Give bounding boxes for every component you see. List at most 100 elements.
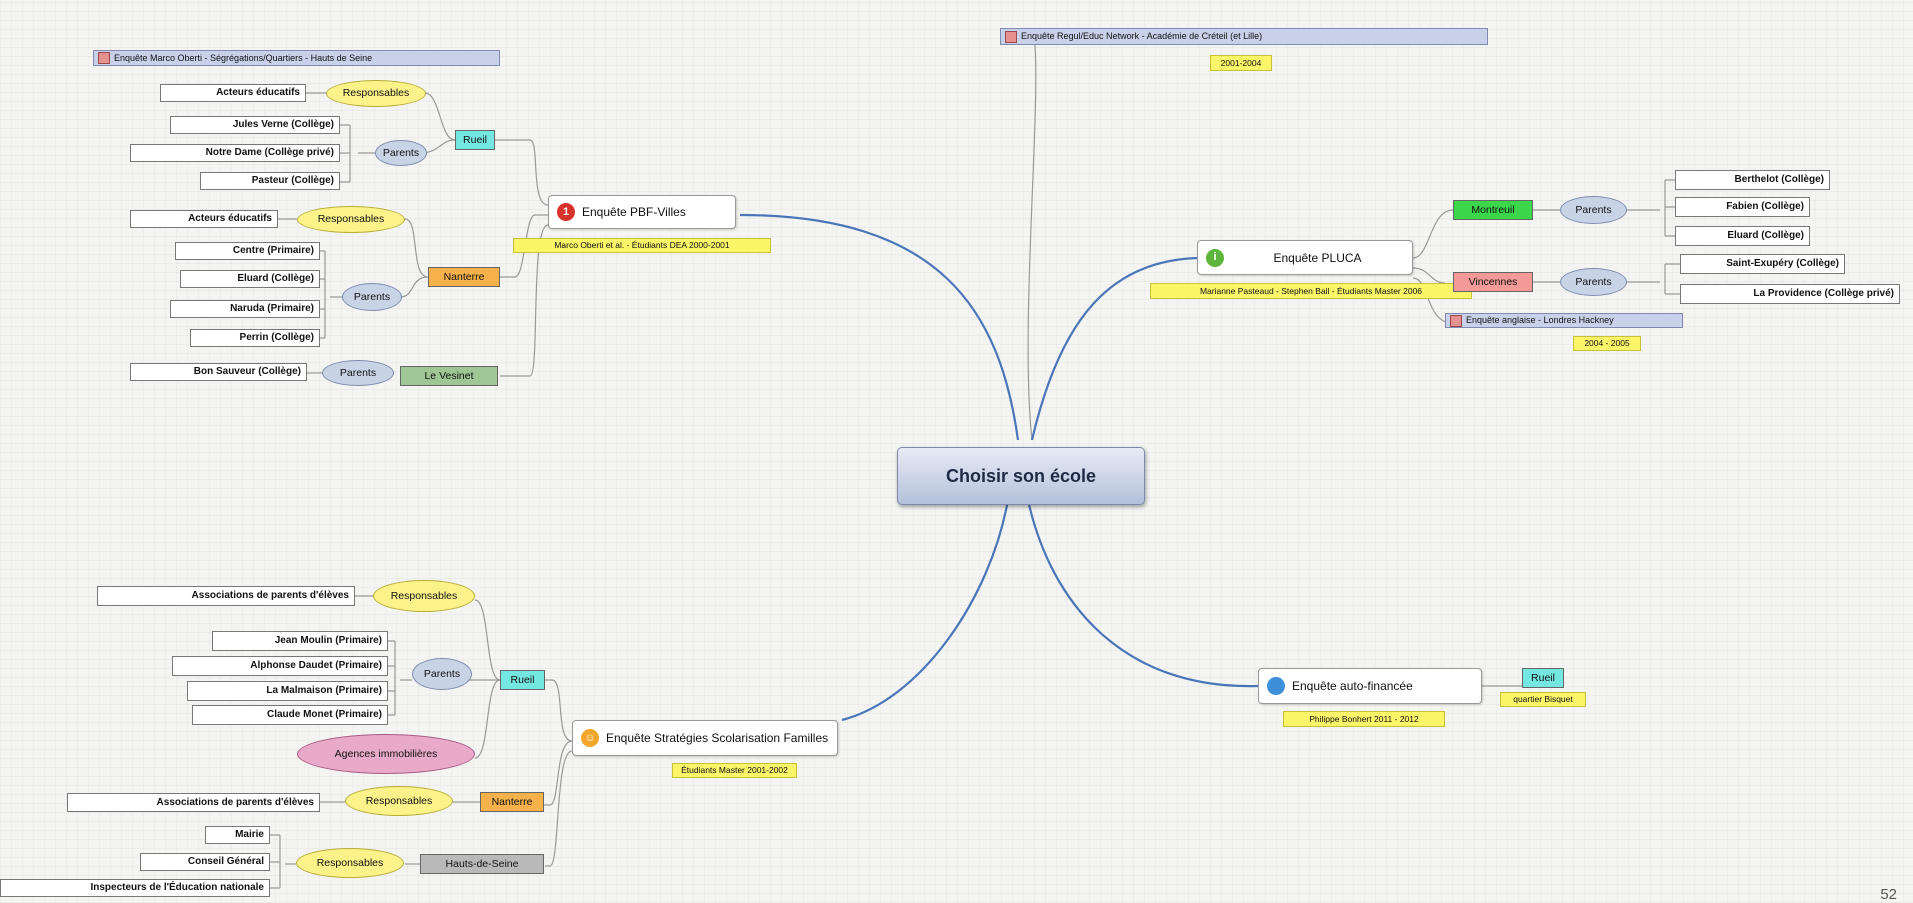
pbf-nanterre-responsables[interactable]: Responsables xyxy=(297,206,405,233)
strategies-nanterre-responsables[interactable]: Responsables xyxy=(345,786,453,816)
regulus-title[interactable]: Enquête Regul/Educ Network - Académie de… xyxy=(1000,28,1488,45)
pluca-vincennes-school-1[interactable]: Saint-Exupéry (Collège) xyxy=(1680,254,1845,274)
pbf-nanterre-node[interactable]: Nanterre xyxy=(428,267,500,287)
pluca-branch-label: Marianne Pasteaud - Stephen Ball - Étudi… xyxy=(1150,283,1472,299)
connector xyxy=(399,276,429,298)
connector xyxy=(1027,44,1037,441)
connector xyxy=(545,750,573,867)
strategies-rueil-school-4[interactable]: Claude Monet (Primaire) xyxy=(192,705,388,725)
main-connector xyxy=(1030,256,1204,441)
pluca-montreuil-node[interactable]: Montreuil xyxy=(1453,200,1533,220)
connector xyxy=(1412,209,1454,259)
connector xyxy=(540,740,573,806)
pbf-branch-label: Marco Oberti et al. - Étudiants DEA 2000… xyxy=(513,238,771,253)
autofinancee-branch-label: Philippe Bonhert 2011 - 2012 xyxy=(1283,711,1445,727)
note-icon xyxy=(1450,314,1462,327)
pluca-english-label: 2004 - 2005 xyxy=(1573,336,1641,351)
pluca-english-title-text: Enquête anglaise - Londres Hackney xyxy=(1466,315,1614,325)
strategies-nanterre-associations[interactable]: Associations de parents d'élèves xyxy=(67,793,320,812)
pbf-vesinet-school-1[interactable]: Bon Sauveur (Collège) xyxy=(130,363,307,381)
connector xyxy=(530,679,573,742)
strategies-hds-item-3[interactable]: Inspecteurs de l'Éducation nationale xyxy=(0,879,270,897)
strategies-rueil-school-1[interactable]: Jean Moulin (Primaire) xyxy=(212,631,388,651)
pluca-vincennes-node[interactable]: Vincennes xyxy=(1453,272,1533,292)
connector xyxy=(1627,263,1680,295)
pbf-survey-title[interactable]: Enquête Marco Oberti - Ségrégations/Quar… xyxy=(93,50,500,66)
main-connector xyxy=(739,213,1020,441)
regulus-label: 2001-2004 xyxy=(1210,55,1272,71)
connector xyxy=(480,139,549,206)
strategies-rueil-agences[interactable]: Agences immobilières xyxy=(297,734,475,774)
pbf-rueil-school-2[interactable]: Notre Dame (Collège privé) xyxy=(130,144,340,162)
pbf-nanterre-school-2[interactable]: Eluard (Collège) xyxy=(180,270,320,288)
strategies-branch-node[interactable]: ☺ Enquête Stratégies Scolarisation Famil… xyxy=(572,720,838,756)
strategies-hds-responsables[interactable]: Responsables xyxy=(296,848,404,878)
strategies-rueil-associations[interactable]: Associations de parents d'élèves xyxy=(97,586,355,606)
connector xyxy=(340,124,375,183)
pbf-branch-title: Enquête PBF-Villes xyxy=(582,205,686,219)
pluca-montreuil-parents[interactable]: Parents xyxy=(1560,196,1627,224)
central-topic[interactable]: Choisir son école xyxy=(897,447,1145,505)
pbf-rueil-school-3[interactable]: Pasteur (Collège) xyxy=(200,172,340,190)
pbf-nanterre-school-3[interactable]: Naruda (Primaire) xyxy=(170,300,320,318)
pluca-branch-title: Enquête PLUCA xyxy=(1273,250,1362,265)
note-icon xyxy=(1005,30,1017,43)
pluca-vincennes-parents[interactable]: Parents xyxy=(1560,268,1627,296)
info-icon: i xyxy=(1206,248,1224,267)
strategies-hds-item-1[interactable]: Mairie xyxy=(205,826,270,844)
pbf-survey-title-text: Enquête Marco Oberti - Ségrégations/Quar… xyxy=(114,52,373,63)
strategies-branch-label: Étudiants Master 2001-2002 xyxy=(672,763,797,778)
pbf-rueil-responsables[interactable]: Responsables xyxy=(326,80,426,107)
pbf-nanterre-school-1[interactable]: Centre (Primaire) xyxy=(175,242,320,260)
pbf-nanterre-acteurs[interactable]: Acteurs éducatifs xyxy=(130,210,278,228)
pluca-english-title[interactable]: Enquête anglaise - Londres Hackney xyxy=(1445,313,1683,328)
autofinancee-branch-title: Enquête auto-financée xyxy=(1292,679,1413,693)
pbf-branch-node[interactable]: 1 Enquête PBF-Villes xyxy=(548,195,736,229)
pluca-branch-node[interactable]: i Enquête PLUCA xyxy=(1197,240,1413,275)
strategies-nanterre-node[interactable]: Nanterre xyxy=(480,792,544,812)
strategies-rueil-parents[interactable]: Parents xyxy=(412,658,472,690)
strategies-rueil-responsables[interactable]: Responsables xyxy=(373,580,475,612)
connector xyxy=(1627,179,1675,237)
connector xyxy=(500,224,549,377)
regulus-title-text: Enquête Regul/Educ Network - Académie de… xyxy=(1021,31,1263,41)
note-icon xyxy=(98,52,110,64)
connector xyxy=(474,599,501,681)
pbf-nanterre-parents[interactable]: Parents xyxy=(342,283,402,311)
connector xyxy=(474,679,501,759)
pluca-montreuil-school-3[interactable]: Eluard (Collège) xyxy=(1675,226,1810,246)
smiley-icon: ☺ xyxy=(581,729,599,747)
pbf-rueil-node[interactable]: Rueil xyxy=(455,130,495,150)
main-connector xyxy=(841,499,1010,722)
connector xyxy=(404,218,429,278)
connector xyxy=(320,250,342,339)
connector xyxy=(388,640,412,716)
autofinancee-branch-node[interactable]: Enquête auto-financée xyxy=(1258,668,1482,704)
pluca-montreuil-school-1[interactable]: Berthelot (Collège) xyxy=(1675,170,1830,190)
pbf-rueil-school-1[interactable]: Jules Verne (Collège) xyxy=(170,116,340,134)
pbf-rueil-parents[interactable]: Parents xyxy=(375,140,427,166)
pbf-vesinet-parents[interactable]: Parents xyxy=(322,360,394,386)
pluca-vincennes-school-2[interactable]: La Providence (Collège privé) xyxy=(1680,284,1900,304)
strategies-rueil-school-2[interactable]: Alphonse Daudet (Primaire) xyxy=(172,656,388,676)
strategies-hds-item-2[interactable]: Conseil Général xyxy=(140,853,270,871)
strategies-branch-title: Enquête Stratégies Scolarisation Famille… xyxy=(606,731,829,745)
autofinancee-rueil-label: quartier Bisquet xyxy=(1500,692,1586,707)
main-connector xyxy=(1026,499,1259,688)
pbf-rueil-acteurs[interactable]: Acteurs éducatifs xyxy=(160,84,306,102)
connector xyxy=(1412,267,1446,284)
strategies-hds-node[interactable]: Hauts-de-Seine xyxy=(420,854,544,874)
globe-icon xyxy=(1267,677,1285,695)
strategies-rueil-node[interactable]: Rueil xyxy=(500,670,545,690)
pbf-vesinet-node[interactable]: Le Vesinet xyxy=(400,366,498,386)
page-number: 52 xyxy=(1880,886,1897,903)
autofinancee-rueil-node[interactable]: Rueil xyxy=(1522,668,1564,688)
strategies-rueil-school-3[interactable]: La Malmaison (Primaire) xyxy=(187,681,388,701)
connector xyxy=(270,834,296,889)
connector xyxy=(424,92,456,141)
pbf-nanterre-school-4[interactable]: Perrin (Collège) xyxy=(190,329,320,347)
pluca-montreuil-school-2[interactable]: Fabien (Collège) xyxy=(1675,197,1810,217)
priority-1-icon: 1 xyxy=(557,203,575,221)
